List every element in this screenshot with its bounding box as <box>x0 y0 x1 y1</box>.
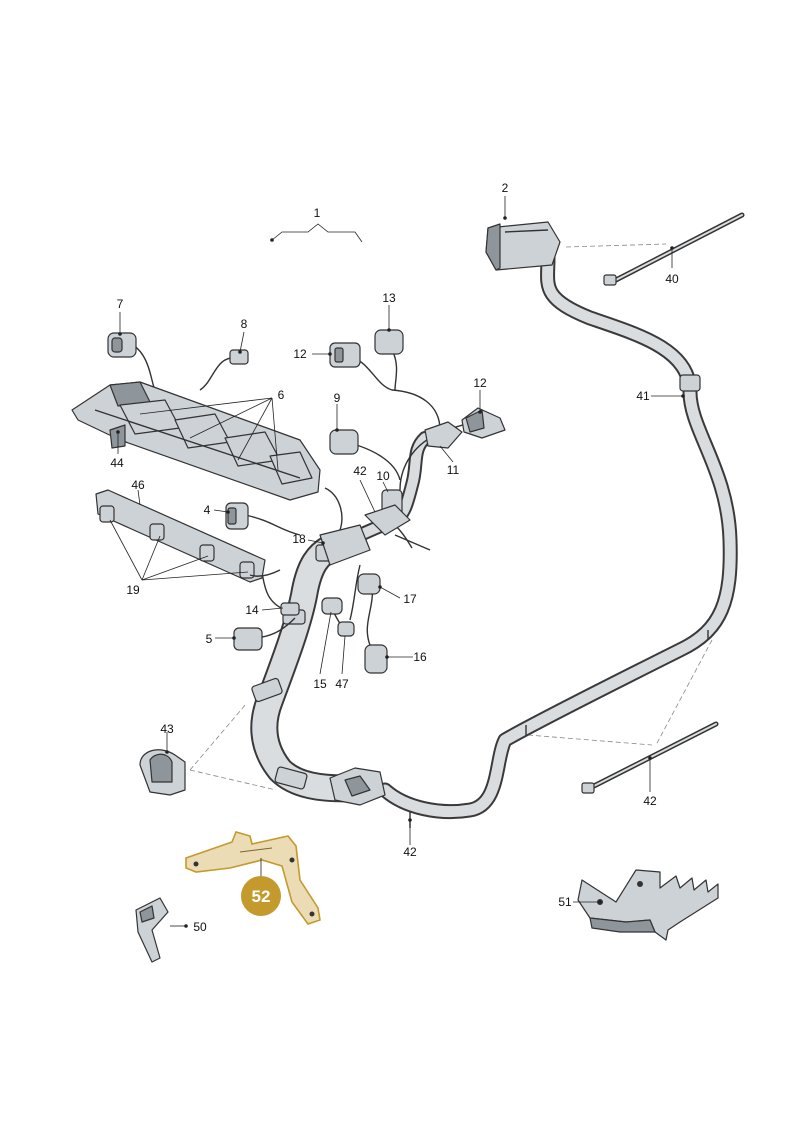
label-part-6: 6 <box>278 388 285 402</box>
label-part-47: 47 <box>335 677 349 691</box>
label-part-12-right: 12 <box>473 376 487 390</box>
label-part-12-left: 12 <box>293 347 307 361</box>
label-part-7: 7 <box>117 297 124 311</box>
label-part-41: 41 <box>636 389 650 403</box>
clip-43 <box>139 749 186 796</box>
label-part-46: 46 <box>131 478 145 492</box>
label-part-40: 40 <box>665 272 679 286</box>
label-part-15: 15 <box>313 677 327 691</box>
label-part-42-upper: 42 <box>353 464 367 478</box>
label-part-42-lower: 42 <box>403 845 417 859</box>
connectors <box>107 329 506 674</box>
label-part-43: 43 <box>160 722 174 736</box>
label-part-50: 50 <box>193 920 207 934</box>
badge-52-label: 52 <box>252 887 271 906</box>
label-part-10: 10 <box>376 469 390 483</box>
cable-tie-40 <box>603 212 745 286</box>
leader-lines <box>109 196 685 928</box>
fastener-50 <box>135 897 169 963</box>
connector-rail-44 <box>71 381 321 501</box>
label-part-11: 11 <box>447 463 460 477</box>
part-labels: 1 2 7 8 13 12 12 6 9 41 40 44 11 42 10 4… <box>110 181 679 934</box>
reference-lines <box>189 243 713 791</box>
label-part-5: 5 <box>206 632 213 646</box>
label-part-13: 13 <box>382 291 396 305</box>
label-part-17: 17 <box>403 592 417 606</box>
label-part-9: 9 <box>334 391 341 405</box>
label-part-42-right: 42 <box>643 794 657 808</box>
label-part-51: 51 <box>558 895 572 909</box>
label-part-4: 4 <box>204 503 211 517</box>
label-part-16: 16 <box>413 650 427 664</box>
label-part-19: 19 <box>126 583 140 597</box>
injector-rail-46 <box>95 489 281 583</box>
label-part-14: 14 <box>245 603 259 617</box>
part-52-badge[interactable]: 52 <box>241 876 281 916</box>
label-part-1: 1 <box>314 206 321 220</box>
tube-clips <box>251 374 709 828</box>
connector-2 <box>485 221 561 271</box>
bracket-51 <box>577 869 719 941</box>
cable-tie-42 <box>581 721 719 794</box>
label-part-2: 2 <box>502 181 509 195</box>
label-part-18: 18 <box>292 532 306 546</box>
earth-strap-52 <box>185 831 321 925</box>
label-part-8: 8 <box>241 317 248 331</box>
label-part-44: 44 <box>110 456 124 470</box>
